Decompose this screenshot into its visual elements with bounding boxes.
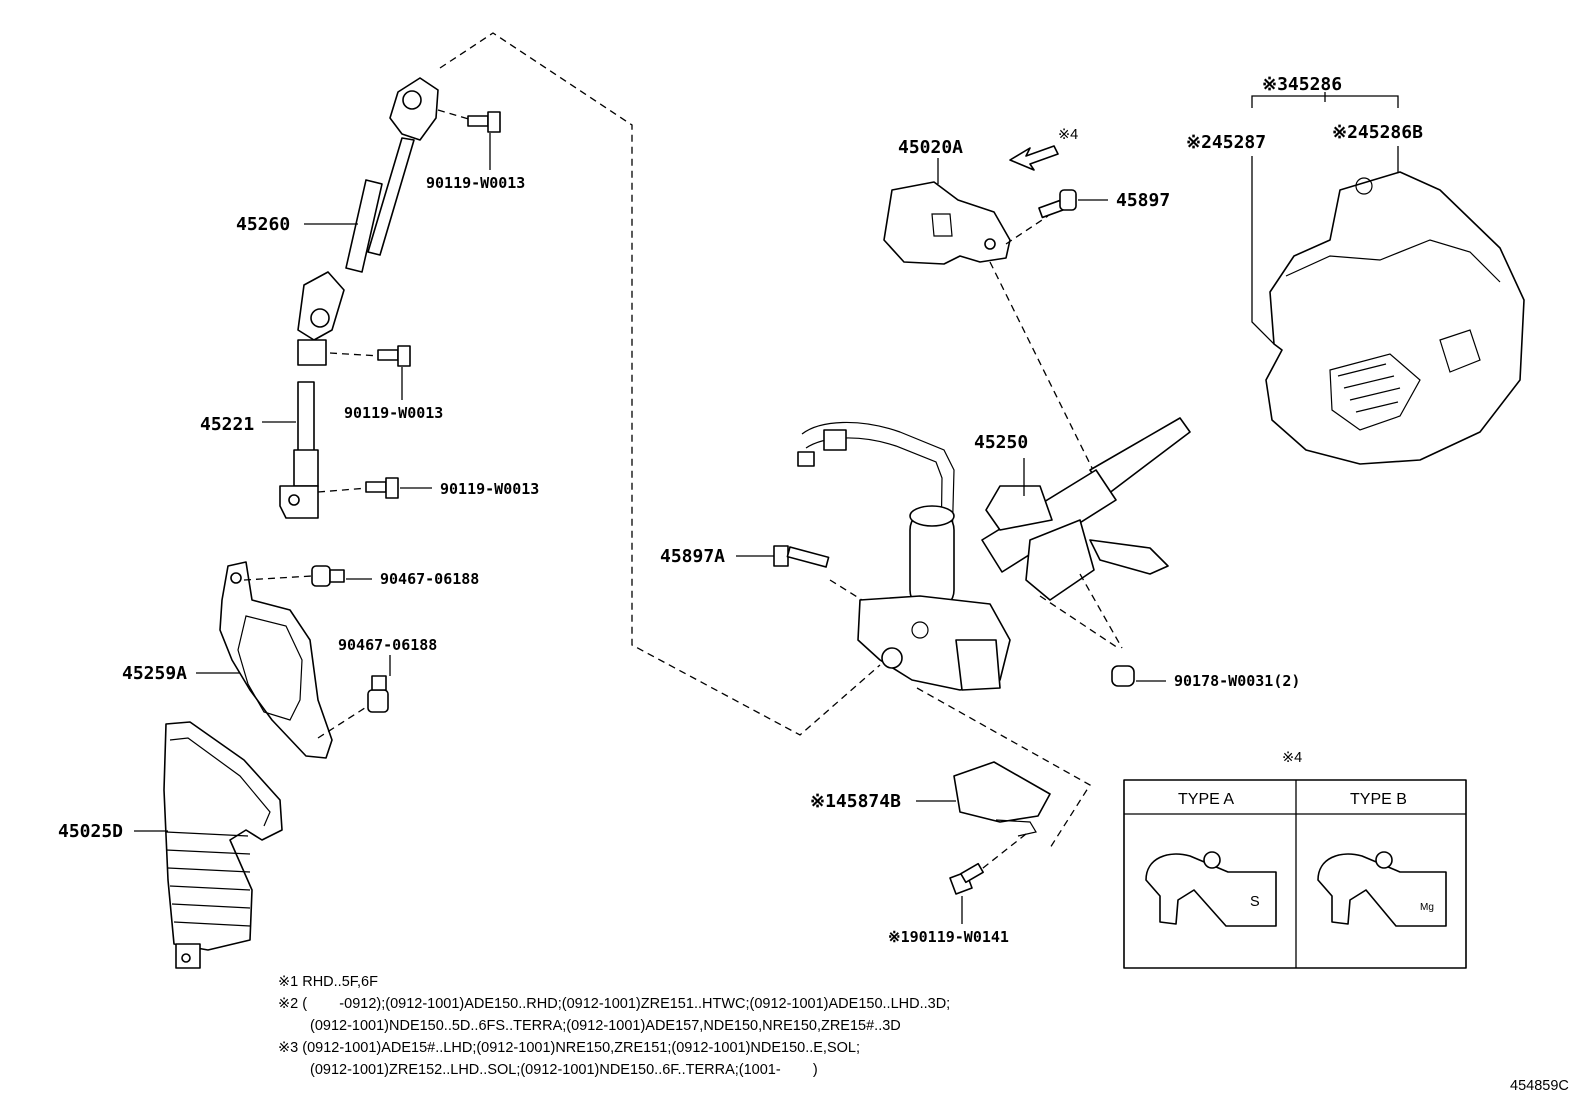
label-bolt-top: 90119-W0013: [426, 174, 525, 192]
label-shaft-lower: 45221: [200, 414, 254, 435]
screw-45897-icon: [1038, 189, 1077, 219]
label-bolt-45897a: 45897A: [660, 546, 725, 567]
label-cover-upper-a: ※245287: [1186, 132, 1266, 153]
column-cover-upper-lower: [1265, 171, 1525, 465]
leader-clip-1: [243, 575, 313, 581]
label-cover-45874b: ※145874B: [810, 791, 901, 812]
clip-2-icon: [367, 675, 389, 713]
label-bolt-low: 90119-W0013: [440, 480, 539, 498]
label-cover-upper-b: ※245286B: [1332, 122, 1423, 143]
clip-1-icon: [311, 565, 345, 587]
leader-bolt-low: [317, 487, 369, 493]
label-column: 45250: [974, 432, 1028, 453]
type-a-marking: S: [1250, 894, 1260, 910]
note-2b: (0912-1001)NDE150..5D..6FS..TERRA;(0912-…: [310, 1018, 901, 1034]
note-3a: ※3 (0912-1001)ADE15#..LHD;(0912-1001)NRE…: [278, 1040, 860, 1056]
diagram-code: 454859C: [1510, 1078, 1569, 1094]
steering-lock-housing: [883, 181, 1011, 265]
view-direction-arrow-icon: [1009, 145, 1059, 171]
label-shaft: 45260: [236, 214, 290, 235]
type-a-lock-icon: [1145, 851, 1277, 927]
leader-nut-1: [1039, 595, 1119, 649]
note-3b: (0912-1001)ZRE152..LHD..SOL;(0912-1001)N…: [310, 1062, 818, 1078]
label-bolt-mid: 90119-W0013: [344, 404, 443, 422]
leader-bolt-w0141: [977, 833, 1027, 873]
label-mark-4: ※4: [1058, 127, 1078, 143]
type-b-lock-icon: [1317, 851, 1447, 927]
note-2a: ※2 ( -0912);(0912-1001)ADE150..RHD;(0912…: [278, 996, 950, 1012]
column-hole-cover-plate: [219, 561, 333, 759]
bolt-low-icon: [365, 477, 399, 499]
leader-clip-2: [317, 705, 369, 739]
column-lower-cover: [953, 761, 1051, 837]
label-nut: 90178-W0031(2): [1174, 672, 1300, 690]
leader-bolt-45897a: [829, 579, 863, 601]
note-1: ※1 RHD..5F,6F: [278, 974, 378, 990]
nut-icon: [1111, 665, 1135, 687]
steering-column-boot: [163, 721, 283, 969]
label-boot: 45025D: [58, 821, 123, 842]
table-mark: ※4: [1282, 750, 1302, 766]
bolt-w0141-icon: [949, 862, 984, 895]
table-header-type-b: TYPE B: [1350, 791, 1407, 808]
bolt-mid-icon: [377, 345, 411, 367]
lock-type-table: [1123, 779, 1467, 969]
leader-bolt-mid: [329, 352, 381, 357]
type-b-marking: Mg: [1420, 902, 1434, 913]
assembly-group-outline: [439, 32, 1091, 849]
steering-intermediate-shaft: [297, 77, 439, 366]
steering-column-assembly: [797, 417, 1191, 691]
label-cover-set: ※345286: [1262, 74, 1342, 95]
leader-screw: [1005, 215, 1049, 245]
leader-nut-2: [1079, 573, 1123, 649]
steering-lower-shaft: [279, 381, 319, 519]
bolt-45897a-icon: [773, 545, 830, 568]
label-lock-housing: 45020A: [898, 137, 963, 158]
column-cover-bracket: [1251, 92, 1399, 345]
label-screw-45897: 45897: [1116, 190, 1170, 211]
bolt-top-icon: [467, 111, 501, 133]
leader-bolt-top: [437, 109, 473, 121]
label-clip-1: 90467-06188: [380, 570, 479, 588]
label-clip-2: 90467-06188: [338, 636, 437, 654]
table-header-type-a: TYPE A: [1178, 791, 1234, 808]
leader-column-link: [989, 261, 1097, 477]
label-cover-plate: 45259A: [122, 663, 187, 684]
label-bolt-w0141: ※190119-W0141: [888, 928, 1009, 946]
